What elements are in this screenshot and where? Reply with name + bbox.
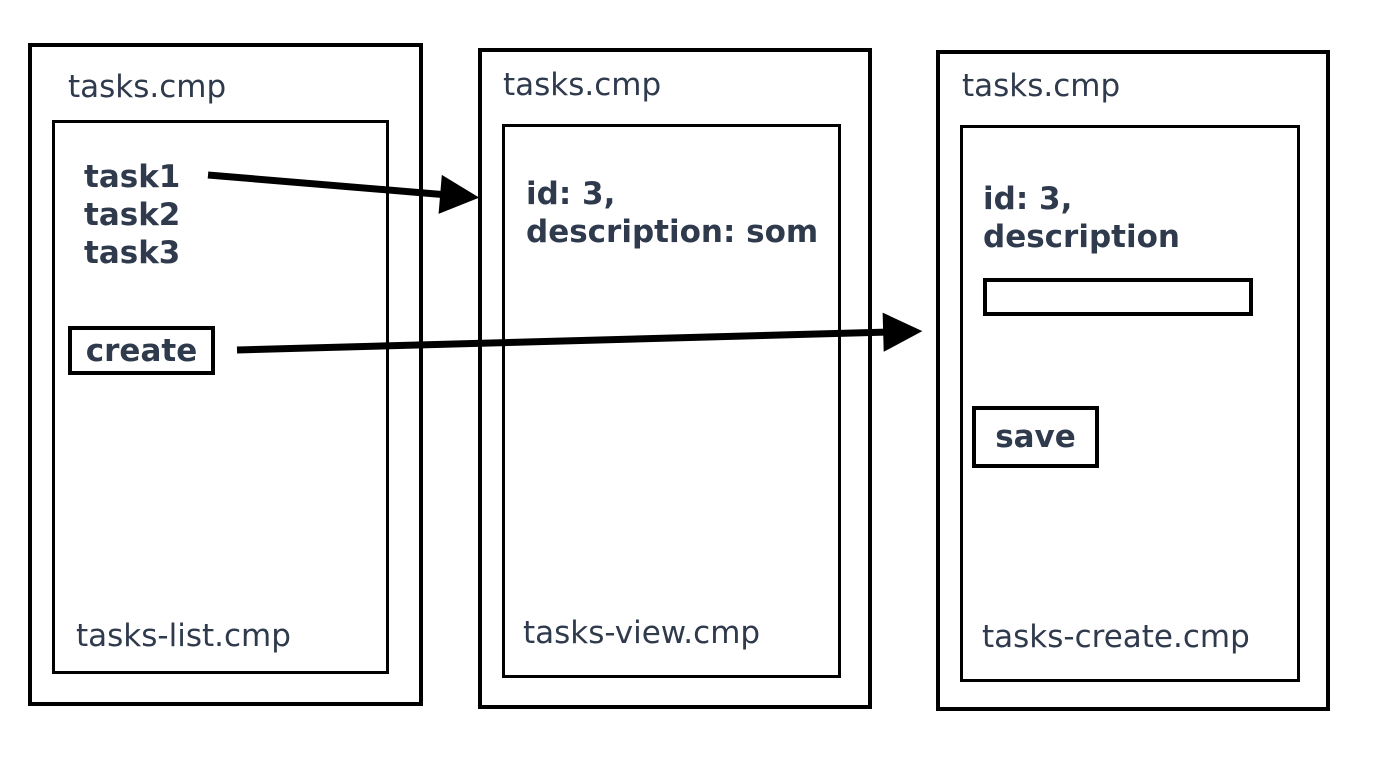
task-list: task1 task2 task3 <box>84 158 180 272</box>
component-name-label: tasks-view.cmp <box>523 615 761 651</box>
panel-tasks-list: tasks.cmp task1 task2 task3 create tasks… <box>28 43 423 706</box>
tasks-list-component-box: task1 task2 task3 create tasks-list.cmp <box>52 120 389 674</box>
task-id-line: id: 3, <box>526 176 616 212</box>
panel-header-label: tasks.cmp <box>68 69 227 105</box>
form-field-labels: id: 3, description <box>983 180 1180 256</box>
task-detail-text: id: 3, description: som <box>526 175 818 251</box>
component-name-label: tasks-create.cmp <box>982 619 1250 655</box>
task-item[interactable]: task1 <box>84 159 181 195</box>
panel-header-label: tasks.cmp <box>503 67 662 103</box>
panel-tasks-create: tasks.cmp id: 3, description save tasks-… <box>936 50 1330 711</box>
tasks-create-component-box: id: 3, description save tasks-create.cmp <box>960 125 1300 682</box>
description-input[interactable] <box>983 278 1253 316</box>
task-item[interactable]: task3 <box>84 235 181 271</box>
form-description-line: description <box>983 219 1180 255</box>
task-item[interactable]: task2 <box>84 197 181 233</box>
task-description-line: description: som <box>526 214 819 250</box>
tasks-view-component-box: id: 3, description: som tasks-view.cmp <box>502 124 841 678</box>
save-button[interactable]: save <box>972 406 1099 468</box>
panel-header-label: tasks.cmp <box>962 68 1121 104</box>
panel-tasks-view: tasks.cmp id: 3, description: som tasks-… <box>478 48 872 709</box>
component-name-label: tasks-list.cmp <box>76 618 291 654</box>
form-id-line: id: 3, <box>983 181 1073 217</box>
create-button[interactable]: create <box>68 326 215 375</box>
